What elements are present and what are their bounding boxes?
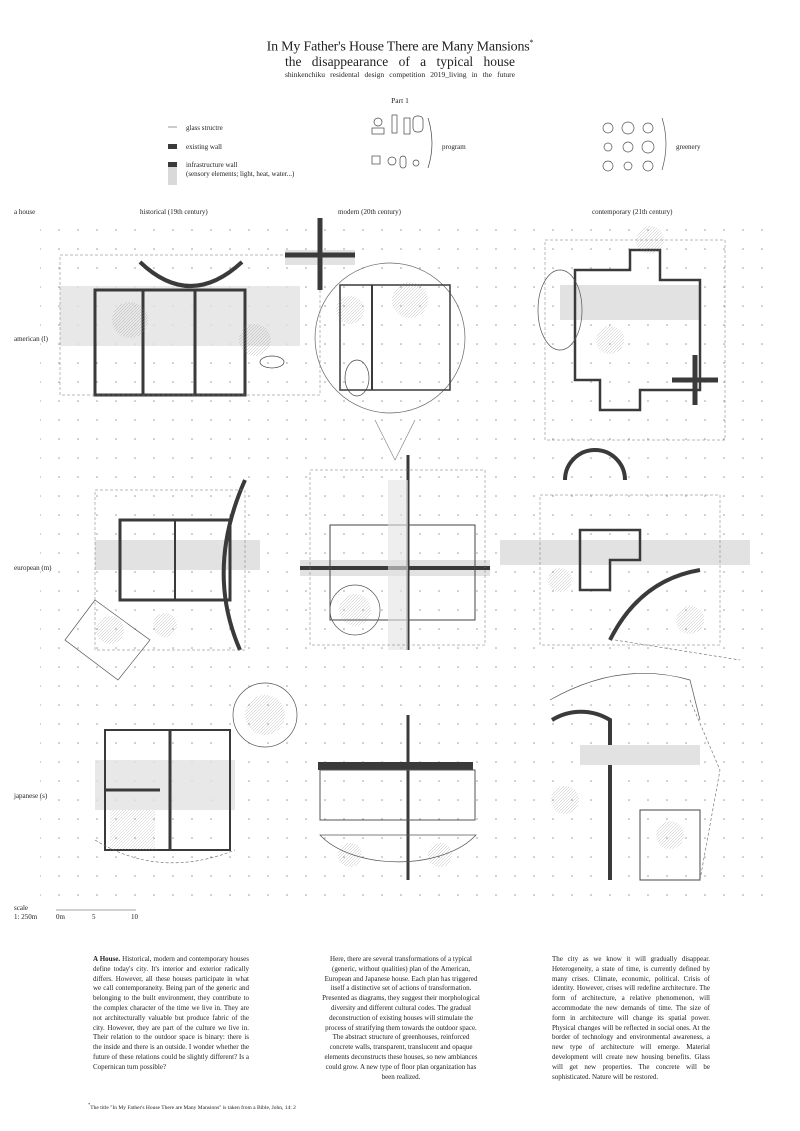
footnote-text: The title "In My Father's House There ar…: [90, 1104, 296, 1111]
legend-infra-wall-label: infrastructure wall: [186, 161, 238, 169]
legend-program-label: program: [442, 143, 466, 151]
scale-ratio: 1: 250m: [14, 913, 38, 921]
legend-existing-wall-label: existing wall: [186, 143, 222, 151]
legend-infra-shade: [168, 167, 177, 185]
legend-wall-swatch: [168, 144, 177, 149]
part-label: Part 1: [391, 96, 409, 105]
legend-glass-label: glass structre: [186, 124, 223, 132]
plan-european-modern: [300, 455, 490, 650]
scale-tick-0: 0m: [56, 913, 65, 921]
row-label-american: american (l): [14, 335, 49, 343]
scale-tick-10: 10: [131, 913, 138, 921]
text-column-3: The city as we know it will gradually di…: [552, 955, 710, 1081]
row-label-european: european (m): [14, 564, 52, 572]
plan-american-modern: [285, 218, 466, 461]
row-label-japanese: japanese (s): [14, 792, 48, 800]
greenery-icons: [602, 117, 667, 172]
plan-european-historical: [64, 479, 260, 681]
text-column-1-lead: A House.: [93, 955, 121, 963]
column-label-historical: historical (19th century): [140, 208, 208, 216]
footnote: *The title "In My Father's House There a…: [88, 1102, 296, 1111]
text-column-2: Here, there are several transformations …: [322, 955, 480, 1081]
text-column-1-body: Historical, modern and contemporary hous…: [93, 955, 249, 1071]
column-label-contemporary: contemporary (21th century): [592, 208, 673, 216]
plan-american-historical: [59, 254, 321, 397]
column-label-modern: modern (20th century): [338, 208, 401, 216]
title-footnote-mark: *: [529, 38, 534, 47]
legend-symbols: [168, 126, 177, 185]
scale-tick-5: 5: [92, 913, 96, 921]
title-text: In My Father's House There are Many Mans…: [266, 39, 530, 55]
text-column-1: A House. Historical, modern and contempo…: [93, 955, 249, 1073]
plan-japanese-contemporary: [549, 673, 721, 881]
legend-infra-note: (sensory elements; light, heat, water...…: [186, 170, 295, 178]
plan-american-contemporary: [537, 226, 726, 441]
competition-name: shinkenchiku residental design competiti…: [285, 70, 515, 79]
subtitle: the disappearance of a typical house: [285, 54, 515, 69]
footnote-mark: *: [88, 1102, 91, 1107]
scale-label: scale: [14, 904, 28, 912]
page-title: In My Father's House There are Many Mans…: [0, 38, 800, 56]
plan-japanese-modern: [318, 715, 477, 880]
plan-japanese-historical: [94, 682, 298, 864]
legend-infra-swatch: [168, 162, 177, 167]
grid-corner-label: a house: [14, 208, 36, 216]
legend-greenery-label: greenery: [676, 143, 701, 151]
plan-european-contemporary: [500, 448, 750, 661]
program-icons: [371, 114, 433, 169]
